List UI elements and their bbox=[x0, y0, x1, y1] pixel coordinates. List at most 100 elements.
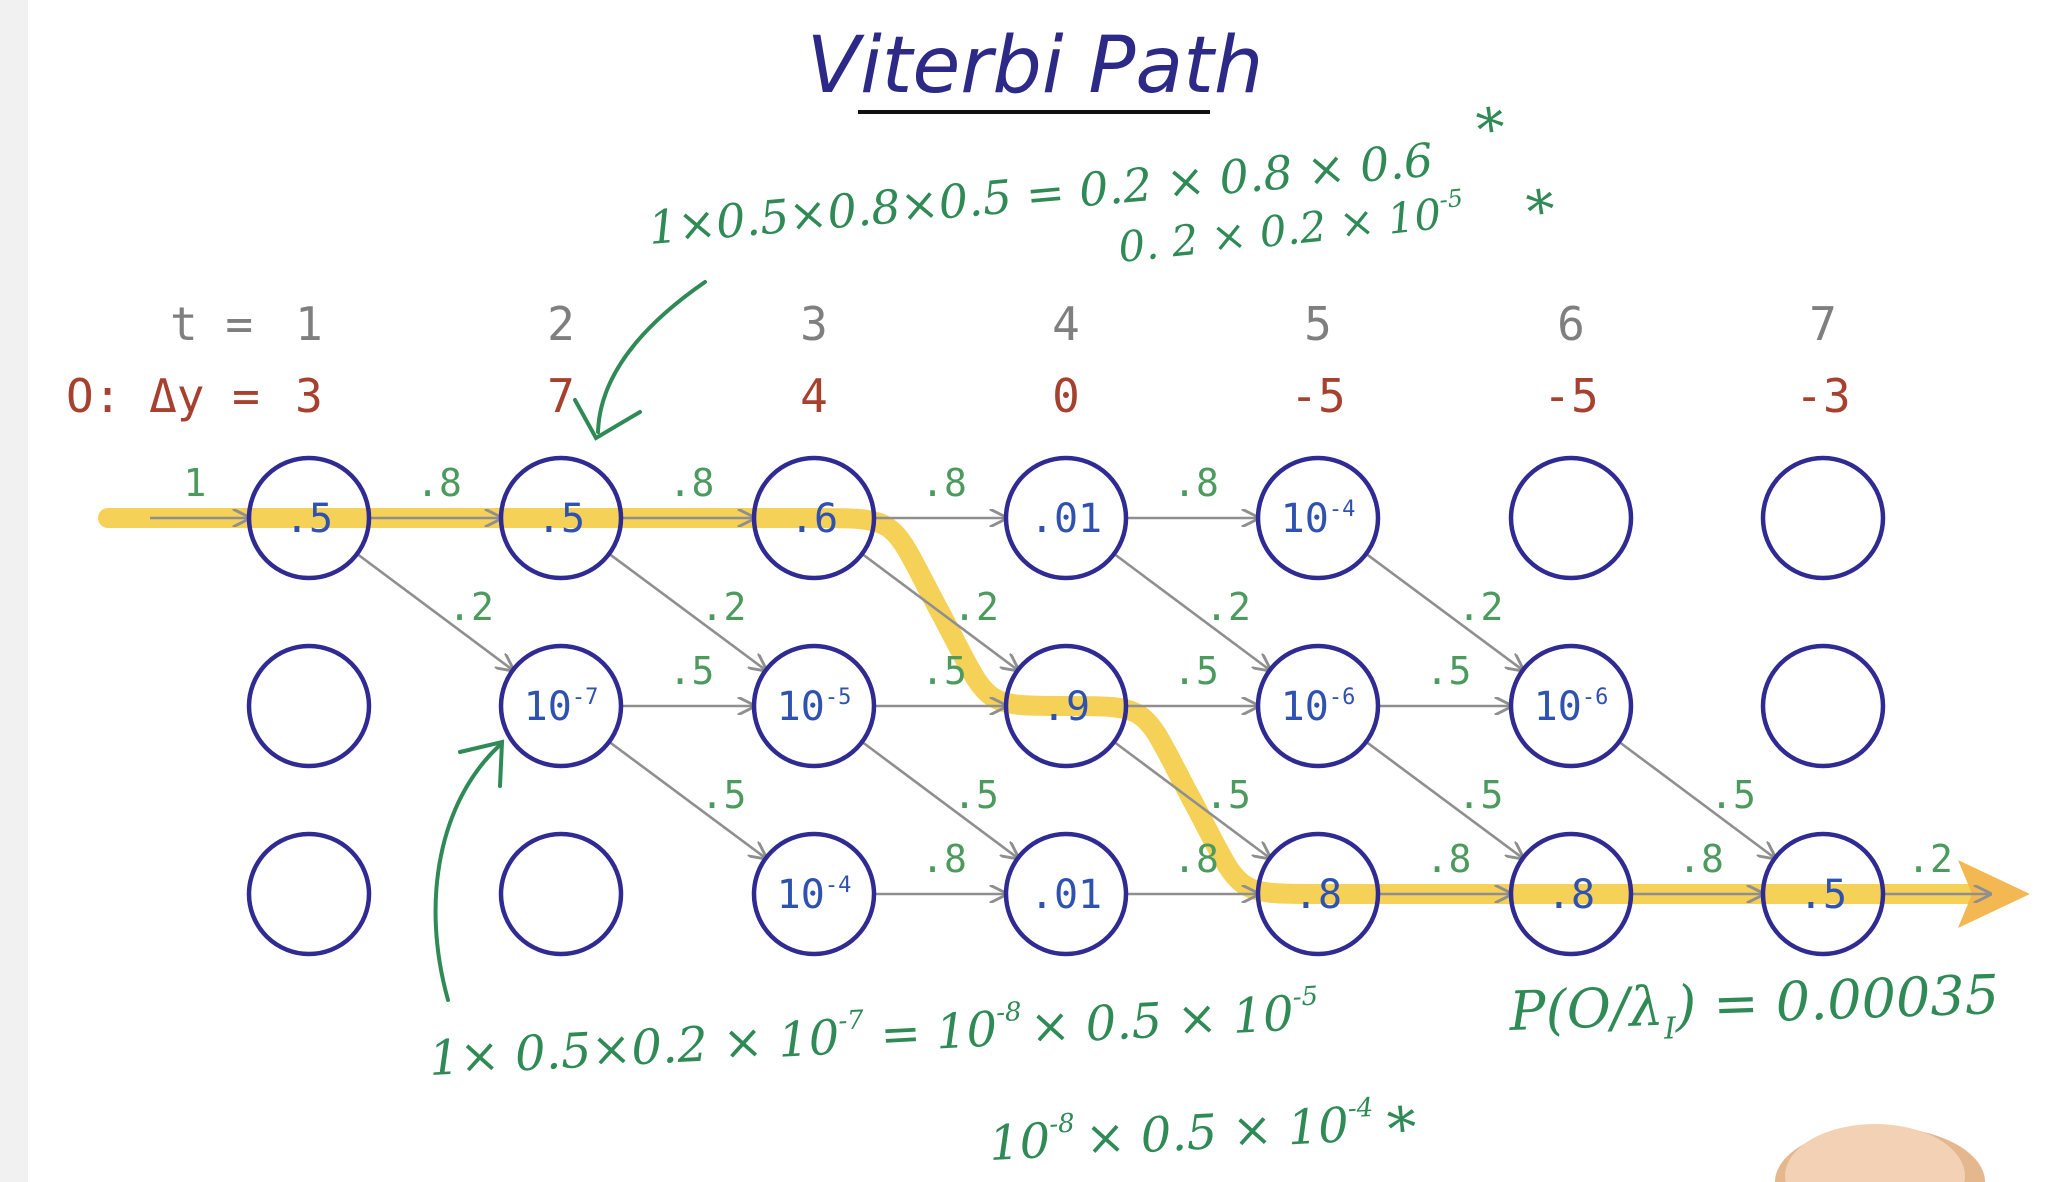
state-value-base: .9 bbox=[1042, 684, 1090, 730]
time-value-4: 4 bbox=[1052, 297, 1080, 351]
page-title: Viterbi Path bbox=[807, 21, 1264, 111]
presenter-thumb bbox=[1775, 1124, 1985, 1182]
top-annotation-arrowhead bbox=[573, 398, 642, 441]
state-value-base: 10 bbox=[1534, 684, 1582, 730]
top-annotation-arrow bbox=[596, 280, 707, 434]
state-circle bbox=[751, 831, 877, 957]
obs-value-7: -3 bbox=[1795, 369, 1850, 423]
time-value-7: 7 bbox=[1809, 297, 1837, 351]
state-value-base: 10 bbox=[1281, 496, 1329, 542]
state-node-t2-s3 bbox=[498, 831, 624, 957]
top-annotation-star2: * bbox=[1523, 178, 1560, 246]
transition-edges: 1.2.8.2.8.2.5.5.8.2.5.5.8.8.2.5.5.8.2.5.… bbox=[150, 461, 1990, 894]
state-value: .6 bbox=[790, 496, 838, 542]
bottom-annotation-line2-tail: × 0.5 × 10 bbox=[1084, 1097, 1350, 1167]
edge-label-19: .5 bbox=[1458, 773, 1504, 817]
state-value-exp: -5 bbox=[825, 685, 852, 710]
state-node-t3-s3: 10-4 bbox=[751, 831, 877, 957]
state-value: .8 bbox=[1547, 872, 1595, 918]
bottom-annotation-line2: 10-8× 0.5 × 10-4 bbox=[988, 1093, 1376, 1172]
state-value: 10-6 bbox=[1281, 684, 1356, 730]
state-node-t7-s1 bbox=[1760, 455, 1886, 581]
state-value: .9 bbox=[1042, 684, 1090, 730]
state-circle bbox=[246, 643, 372, 769]
state-value-exp: -4 bbox=[1329, 497, 1356, 522]
state-node-t4-s3: .01 bbox=[1003, 831, 1129, 957]
state-circle bbox=[1255, 455, 1381, 581]
bottom-annotation-line2-exp2: -4 bbox=[1347, 1093, 1374, 1124]
bottom-annotation-line1-exp1: -7 bbox=[838, 1005, 865, 1036]
state-value-base: .01 bbox=[1030, 872, 1102, 918]
edge-label-16: .8 bbox=[1173, 837, 1219, 881]
state-value: .8 bbox=[1294, 872, 1342, 918]
edge-label-4: .2 bbox=[701, 585, 747, 629]
probability-subscript: I bbox=[1663, 1011, 1678, 1046]
edge-1-1-to-2-2 bbox=[356, 552, 513, 670]
bottom-annotation-line1-a: 1× 0.5×0.2 × 10 bbox=[428, 1010, 841, 1087]
state-value-base: .5 bbox=[285, 496, 333, 542]
state-value-base: 10 bbox=[777, 684, 825, 730]
edge-2-2-to-3-3 bbox=[608, 740, 766, 858]
state-circle bbox=[1508, 643, 1634, 769]
edge-label-21: .5 bbox=[1710, 773, 1756, 817]
edge-label-10: .5 bbox=[953, 773, 999, 817]
edge-3-2-to-4-3 bbox=[861, 740, 1018, 858]
state-node-t4-s2: .9 bbox=[1003, 643, 1129, 769]
edge-label-8: .2 bbox=[953, 585, 999, 629]
edge-label-5: .5 bbox=[669, 649, 715, 693]
time-value-3: 3 bbox=[800, 297, 828, 351]
state-value: .5 bbox=[537, 496, 585, 542]
obs-value-5: -5 bbox=[1290, 369, 1345, 423]
state-node-t7-s2 bbox=[1760, 643, 1886, 769]
bottom-annotation-line1: 1× 0.5×0.2 × 10-7= 10-8× 0.5 × 10-5 bbox=[428, 981, 1321, 1087]
edge-label-1: .8 bbox=[416, 461, 462, 505]
edge-label-2: .2 bbox=[448, 585, 494, 629]
state-value-exp: -6 bbox=[1329, 685, 1356, 710]
state-node-t6-s2: 10-6 bbox=[1508, 643, 1634, 769]
state-circle bbox=[751, 643, 877, 769]
edge-3-1-to-4-2 bbox=[861, 552, 1018, 670]
state-value-base: .01 bbox=[1030, 496, 1102, 542]
state-node-t1-s3 bbox=[246, 831, 372, 957]
bottom-annotation-arrow bbox=[433, 743, 502, 1002]
time-value-6: 6 bbox=[1557, 297, 1585, 351]
top-annotation-line2-exp: -5 bbox=[1438, 184, 1464, 214]
edge-label-20: .8 bbox=[1426, 837, 1472, 881]
bottom-annotation-line1-exp3: -5 bbox=[1292, 981, 1319, 1012]
state-circle bbox=[246, 455, 372, 581]
edge-label-7: .8 bbox=[921, 461, 967, 505]
bottom-annotation: 1× 0.5×0.2 × 10-7= 10-8× 0.5 × 10-5 10-8… bbox=[428, 739, 1420, 1172]
obs-value-1: 3 bbox=[295, 369, 323, 423]
state-circle bbox=[1255, 831, 1381, 957]
state-value-base: .5 bbox=[537, 496, 585, 542]
time-value-5: 5 bbox=[1304, 297, 1332, 351]
state-value-exp: -6 bbox=[1582, 685, 1609, 710]
bottom-annotation-arrowhead bbox=[458, 739, 505, 788]
highlight-arrowhead bbox=[1958, 860, 2030, 928]
edge-4-1-to-5-2 bbox=[1113, 552, 1270, 670]
bottom-annotation-line1-mid: = 10 bbox=[879, 1001, 998, 1063]
state-value-base: .8 bbox=[1294, 872, 1342, 918]
state-node-t3-s2: 10-5 bbox=[751, 643, 877, 769]
state-value: .5 bbox=[285, 496, 333, 542]
obs-value-4: 0 bbox=[1052, 369, 1080, 423]
state-value-base: .6 bbox=[790, 496, 838, 542]
state-node-t7-s3: .5 bbox=[1760, 831, 1886, 957]
state-value: 10-5 bbox=[777, 684, 852, 730]
state-circle bbox=[751, 455, 877, 581]
obs-value-2: 7 bbox=[547, 369, 575, 423]
state-circle bbox=[1508, 455, 1634, 581]
edge-label-11: .8 bbox=[921, 837, 967, 881]
state-node-t2-s1: .5 bbox=[498, 455, 624, 581]
state-circle bbox=[498, 455, 624, 581]
state-value: .01 bbox=[1030, 496, 1102, 542]
edge-label-3: .8 bbox=[669, 461, 715, 505]
edge-5-2-to-6-3 bbox=[1365, 740, 1523, 858]
bottom-annotation-star: * bbox=[1384, 1093, 1420, 1164]
edge-label-14: .5 bbox=[1173, 649, 1219, 693]
state-circle bbox=[1003, 455, 1129, 581]
state-value-base: .5 bbox=[1799, 872, 1847, 918]
